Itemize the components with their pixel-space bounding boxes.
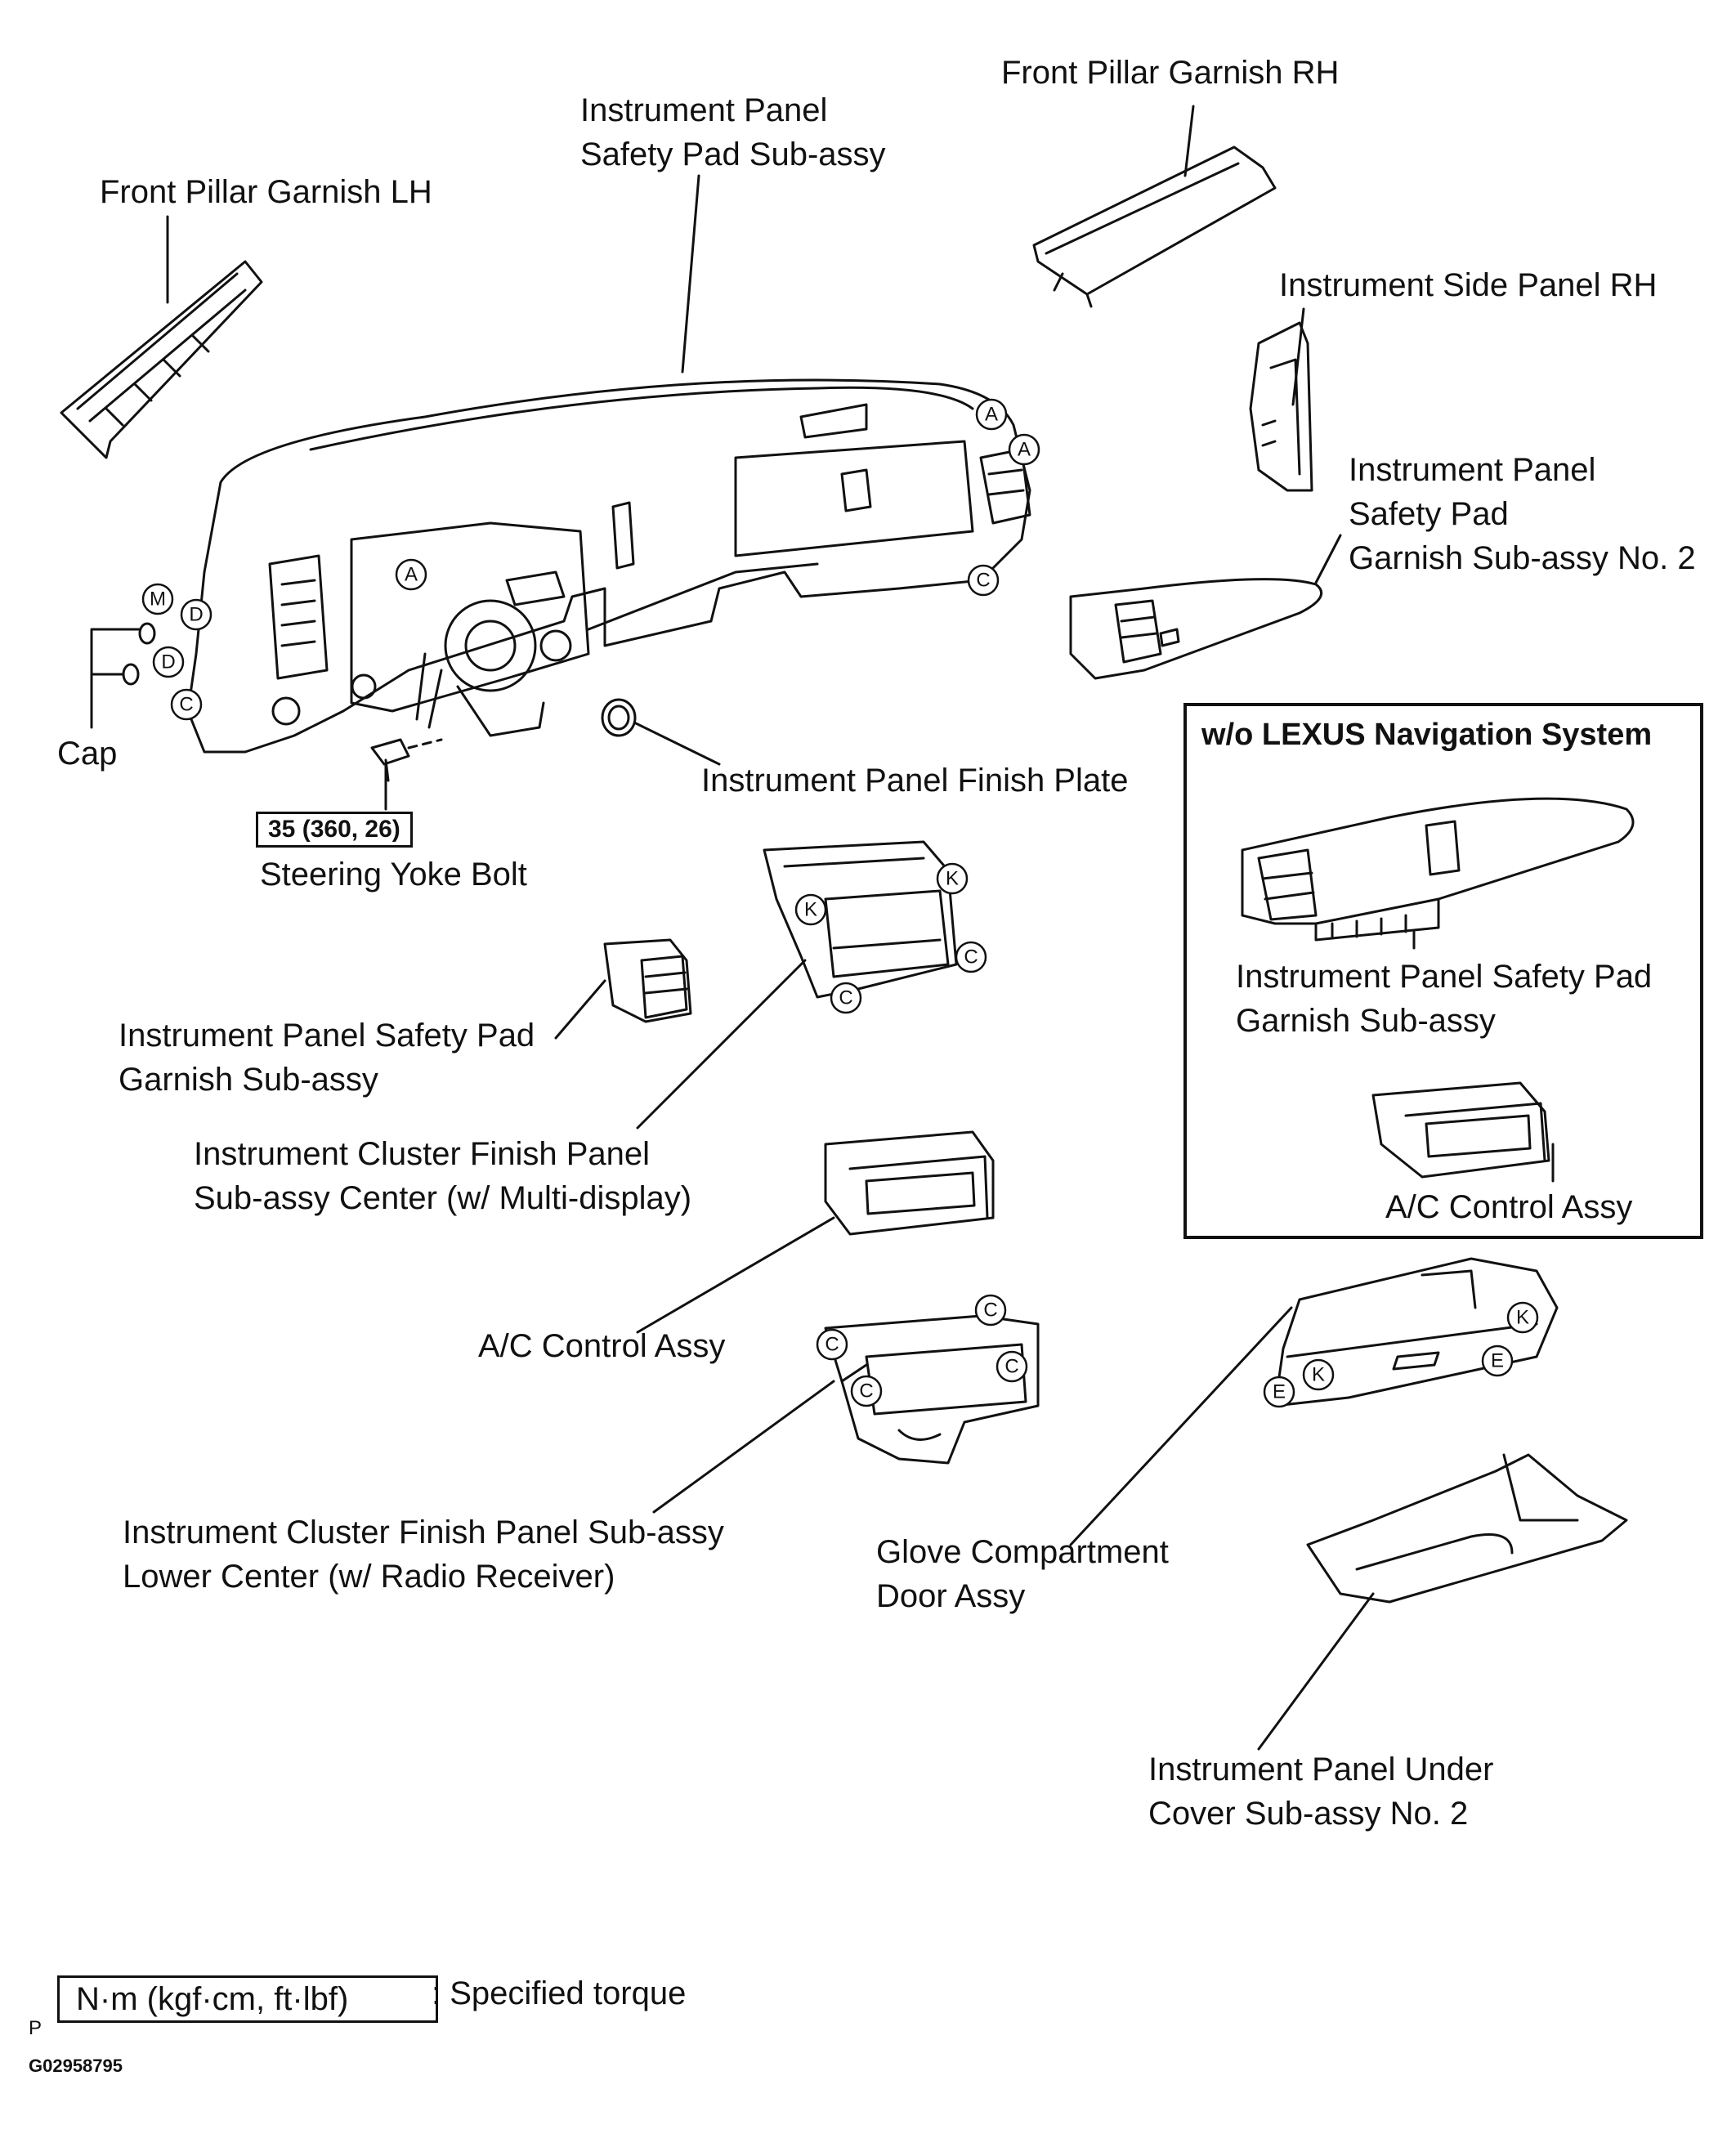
safety-pad-garnish-vent-drawing [603,938,692,1023]
cap-lower-drawing [122,663,140,686]
callout-letter: K [1312,1364,1325,1386]
torque-legend-meaning: : Specified torque [432,1975,687,2011]
inset-without-navigation [1183,703,1703,1239]
label-line: Instrument Panel [1349,452,1596,488]
label-line: Instrument Side Panel RH [1279,267,1658,303]
label-line: Instrument Panel Safety Pad [119,1018,535,1054]
label-line: Garnish Sub-assy [1236,1003,1496,1039]
label-line: Front Pillar Garnish LH [100,174,432,210]
label-line: Glove Compartment [876,1534,1169,1570]
inset-title: w/o LEXUS Navigation System [1201,718,1653,752]
label-line: Front Pillar Garnish RH [1001,55,1340,91]
callout-letter: C [859,1380,873,1403]
front-pillar-garnish-rh-drawing [1032,145,1277,308]
label-safety-pad-garnish: Instrument Panel Safety Pad Garnish Sub-… [119,1013,535,1102]
torque-legend-unit: N·m (kgf·cm, ft·lbf) [76,1981,349,2017]
label-line: A/C Control Assy [478,1328,726,1364]
callout-letter: A [405,564,418,586]
figure-code: G02958795 [29,2056,123,2076]
label-glove-compartment: Glove Compartment Door Assy [876,1530,1169,1618]
label-cluster-finish-center: Instrument Cluster Finish Panel Sub-assy… [194,1132,691,1220]
label-front-pillar-garnish-rh: Front Pillar Garnish RH [1001,51,1339,95]
under-cover-no2-drawing [1306,1453,1628,1604]
callout-letter: E [1273,1381,1286,1403]
label-line: A/C Control Assy [1385,1189,1633,1225]
label-under-cover-no2: Instrument Panel Under Cover Sub-assy No… [1148,1747,1493,1836]
callout-letter: M [150,588,166,611]
front-pillar-garnish-lh-drawing [60,260,263,459]
label-safety-pad-garnish-no2: Instrument Panel Safety Pad Garnish Sub-… [1349,448,1696,580]
callout-letter: E [1491,1350,1504,1372]
cap-upper-drawing [138,622,156,645]
callout-letter: K [1516,1307,1529,1329]
label-cluster-finish-lower: Instrument Cluster Finish Panel Sub-assy… [123,1510,724,1599]
label-line: Cap [57,736,118,772]
instrument-panel-safety-pad-drawing [186,378,1031,754]
label-instrument-panel-safety-pad: Instrument Panel Safety Pad Sub-assy [580,88,886,177]
callout-letter: C [825,1334,839,1356]
label-line: Lower Center (w/ Radio Receiver) [123,1559,615,1595]
label-line: Instrument Cluster Finish Panel Sub-assy [123,1514,724,1550]
cluster-finish-panel-center-drawing [763,840,958,999]
label-line: Sub-assy Center (w/ Multi-display) [194,1180,692,1216]
finish-plate-drawing [601,698,637,737]
callout-letter: C [964,946,978,969]
label-line: Safety Pad Sub-assy [580,136,886,172]
inset-ac-control-assy-drawing [1371,1081,1550,1179]
callout-letter: A [985,404,998,426]
label-line: Garnish Sub-assy [119,1062,378,1098]
label-front-pillar-garnish-lh: Front Pillar Garnish LH [100,170,432,214]
label-line: Safety Pad [1349,496,1509,532]
callout-letter: K [804,899,817,921]
callout-letter: A [1018,439,1031,461]
label-line: Instrument Panel [580,92,828,128]
label-ac-control: A/C Control Assy [478,1324,725,1368]
ac-control-assy-drawing [824,1130,995,1236]
callout-letter: C [976,570,990,592]
steering-yoke-bolt-drawing [370,738,443,811]
inset-safety-pad-garnish-drawing [1241,797,1635,942]
callout-letter: D [161,651,175,673]
callout-letter: C [983,1300,997,1322]
callout-letter: C [179,694,193,716]
callout-letter: C [1004,1356,1018,1378]
label-line: Instrument Panel Safety Pad [1236,959,1653,995]
callout-letter: D [189,604,203,626]
label-inset-ac-control: A/C Control Assy [1385,1185,1632,1229]
label-finish-plate: Instrument Panel Finish Plate [701,758,1128,803]
label-line: Steering Yoke Bolt [260,857,527,893]
label-line: Instrument Panel Under [1148,1752,1494,1787]
torque-value: 35 (360, 26) [268,816,400,843]
torque-legend-box: N·m (kgf·cm, ft·lbf) [57,1975,438,2023]
label-instrument-side-panel-rh: Instrument Side Panel RH [1279,263,1657,307]
label-inset-garnish: Instrument Panel Safety Pad Garnish Sub-… [1236,955,1652,1043]
label-cap: Cap [57,731,117,776]
label-line: Cover Sub-assy No. 2 [1148,1796,1469,1832]
label-line: Instrument Panel Finish Plate [701,763,1129,799]
page-mark: P [29,2017,43,2039]
safety-pad-garnish-no2-drawing [1069,578,1323,680]
label-steering-yoke-bolt: Steering Yoke Bolt [260,852,527,897]
label-line: Instrument Cluster Finish Panel [194,1136,651,1172]
label-line: Garnish Sub-assy No. 2 [1349,540,1696,576]
callout-letter: K [946,868,959,890]
instrument-side-panel-rh-drawing [1249,321,1313,492]
label-line: Door Assy [876,1578,1026,1614]
torque-value-box: 35 (360, 26) [256,812,413,848]
glove-compartment-door-drawing [1273,1257,1559,1407]
callout-letter: C [839,987,852,1009]
